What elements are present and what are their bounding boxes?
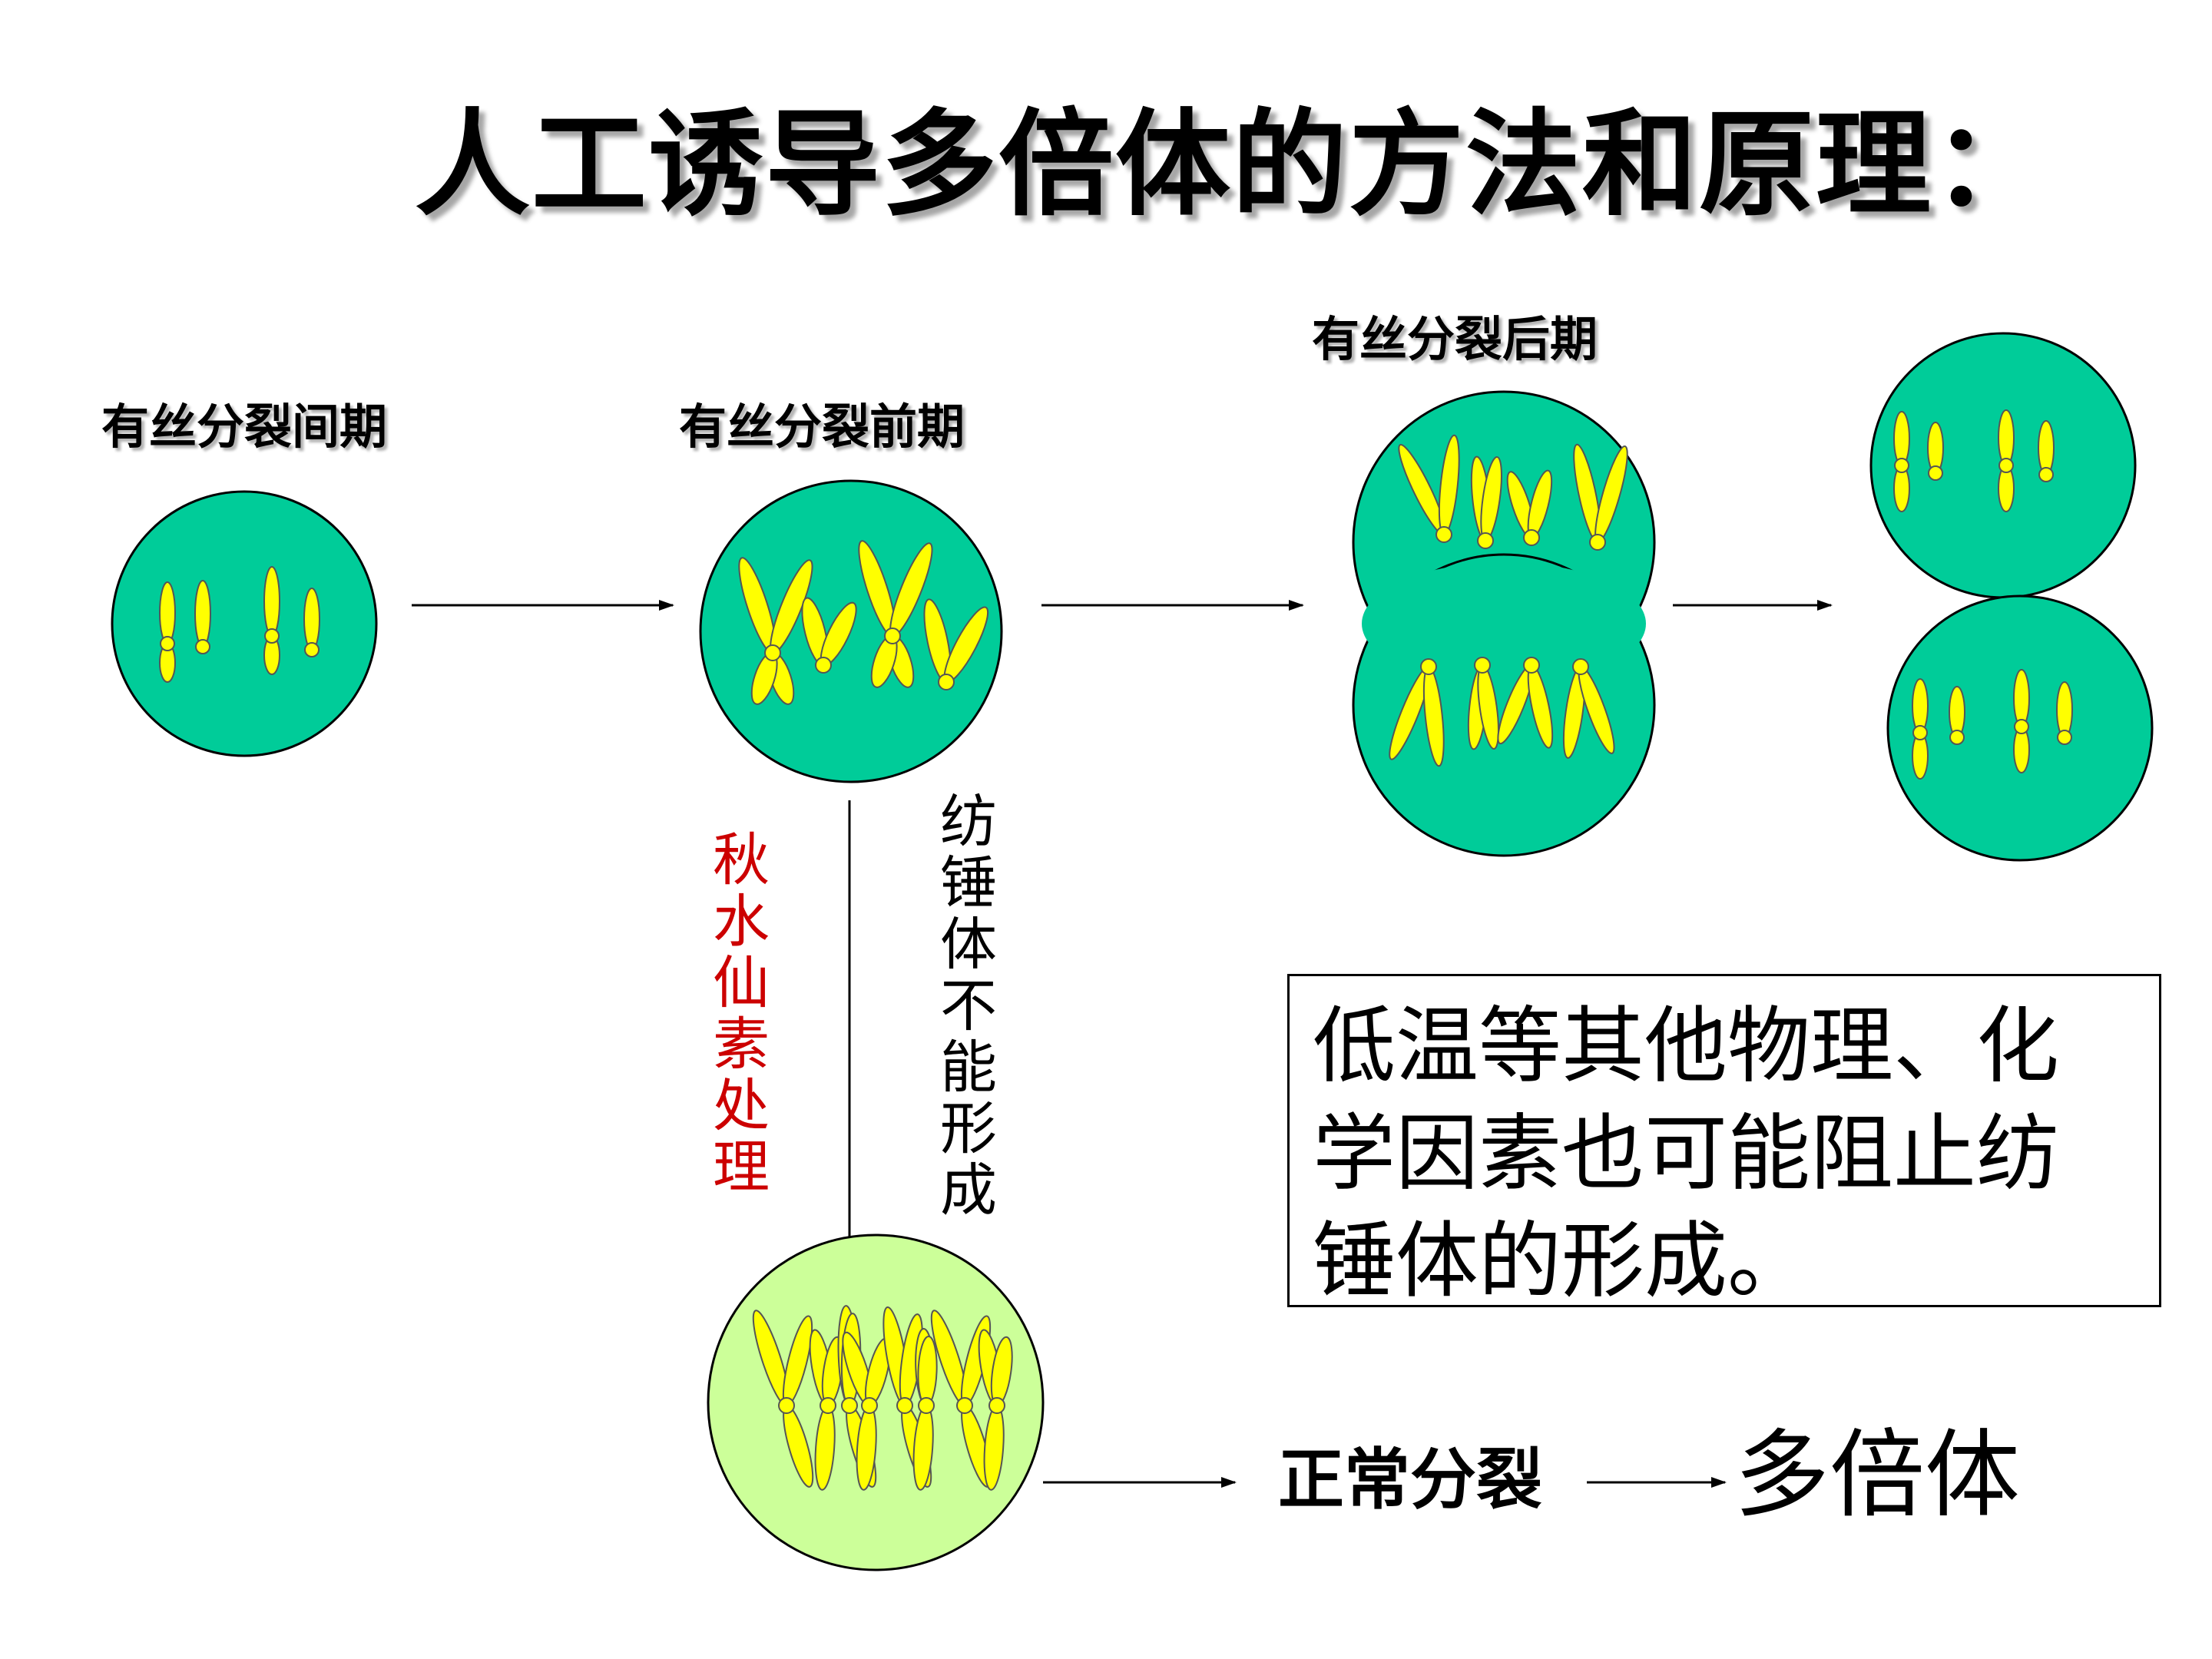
polyploid-label: 多倍体 bbox=[1734, 1420, 2021, 1531]
centromere bbox=[815, 657, 832, 674]
centromere bbox=[1523, 657, 1540, 674]
centromere bbox=[884, 628, 901, 644]
centromere bbox=[2057, 730, 2072, 745]
chromosome-arm bbox=[263, 566, 280, 637]
cell-anaphase bbox=[1352, 390, 1656, 857]
centromere bbox=[861, 1397, 878, 1414]
centromere bbox=[1435, 526, 1452, 543]
chromosome-arm bbox=[159, 581, 176, 644]
cell-interphase bbox=[111, 490, 378, 757]
note-box: 低温等其他物理、化学因素也可能阻止纺锤体的形成。 bbox=[1287, 974, 2161, 1310]
chromosome-arm bbox=[194, 580, 211, 647]
centromere bbox=[1894, 458, 1909, 473]
note-text: 低温等其他物理、化学因素也可能阻止纺锤体的形成。 bbox=[1313, 998, 2060, 1310]
centromere bbox=[918, 1397, 935, 1414]
centromere bbox=[956, 1397, 973, 1414]
centromere bbox=[764, 644, 781, 661]
centromere bbox=[160, 636, 175, 651]
chromosome-arm bbox=[2056, 681, 2073, 738]
centromere bbox=[896, 1397, 913, 1414]
centromere bbox=[988, 1397, 1005, 1414]
centromere bbox=[2014, 719, 2029, 734]
centromere bbox=[841, 1397, 858, 1414]
chromosome-arm bbox=[303, 588, 320, 651]
colchicine-treatment-label: 秋水仙素处理 bbox=[713, 827, 770, 1200]
normal-division-label: 正常分裂 bbox=[1278, 1442, 1542, 1518]
spindle-not-formed-label: 纺锤体不能形成 bbox=[940, 789, 997, 1224]
centromere bbox=[1928, 465, 1943, 481]
chromosome-arm bbox=[2013, 669, 2030, 727]
chromosome-arm bbox=[1912, 678, 1929, 733]
centromere bbox=[1523, 529, 1540, 546]
centromere bbox=[304, 642, 320, 657]
centromere bbox=[778, 1397, 795, 1414]
chromosomes bbox=[159, 409, 2073, 1491]
centromere bbox=[1477, 532, 1494, 549]
label-anaphase: 有丝分裂后期 bbox=[1312, 311, 1598, 367]
centromere bbox=[1912, 725, 1928, 740]
label-interphase: 有丝分裂间期 bbox=[101, 399, 388, 455]
chromosome-arm bbox=[1998, 409, 2015, 466]
centromere bbox=[1474, 657, 1491, 674]
centromere bbox=[2038, 467, 2054, 482]
centromere bbox=[1572, 658, 1589, 675]
chromosome-arm bbox=[1893, 411, 1910, 466]
centromere bbox=[820, 1397, 836, 1414]
centromere bbox=[1589, 534, 1606, 551]
centromere bbox=[1949, 730, 1965, 745]
chromosome-arm bbox=[2038, 420, 2055, 475]
centromere bbox=[1998, 458, 2014, 473]
centromere bbox=[938, 674, 955, 690]
label-prophase: 有丝分裂前期 bbox=[679, 399, 965, 455]
centromere bbox=[264, 628, 280, 644]
centromere bbox=[1420, 658, 1437, 675]
centromere bbox=[195, 639, 210, 654]
slide-title: 人工诱导多倍体的方法和原理： bbox=[415, 98, 2050, 232]
